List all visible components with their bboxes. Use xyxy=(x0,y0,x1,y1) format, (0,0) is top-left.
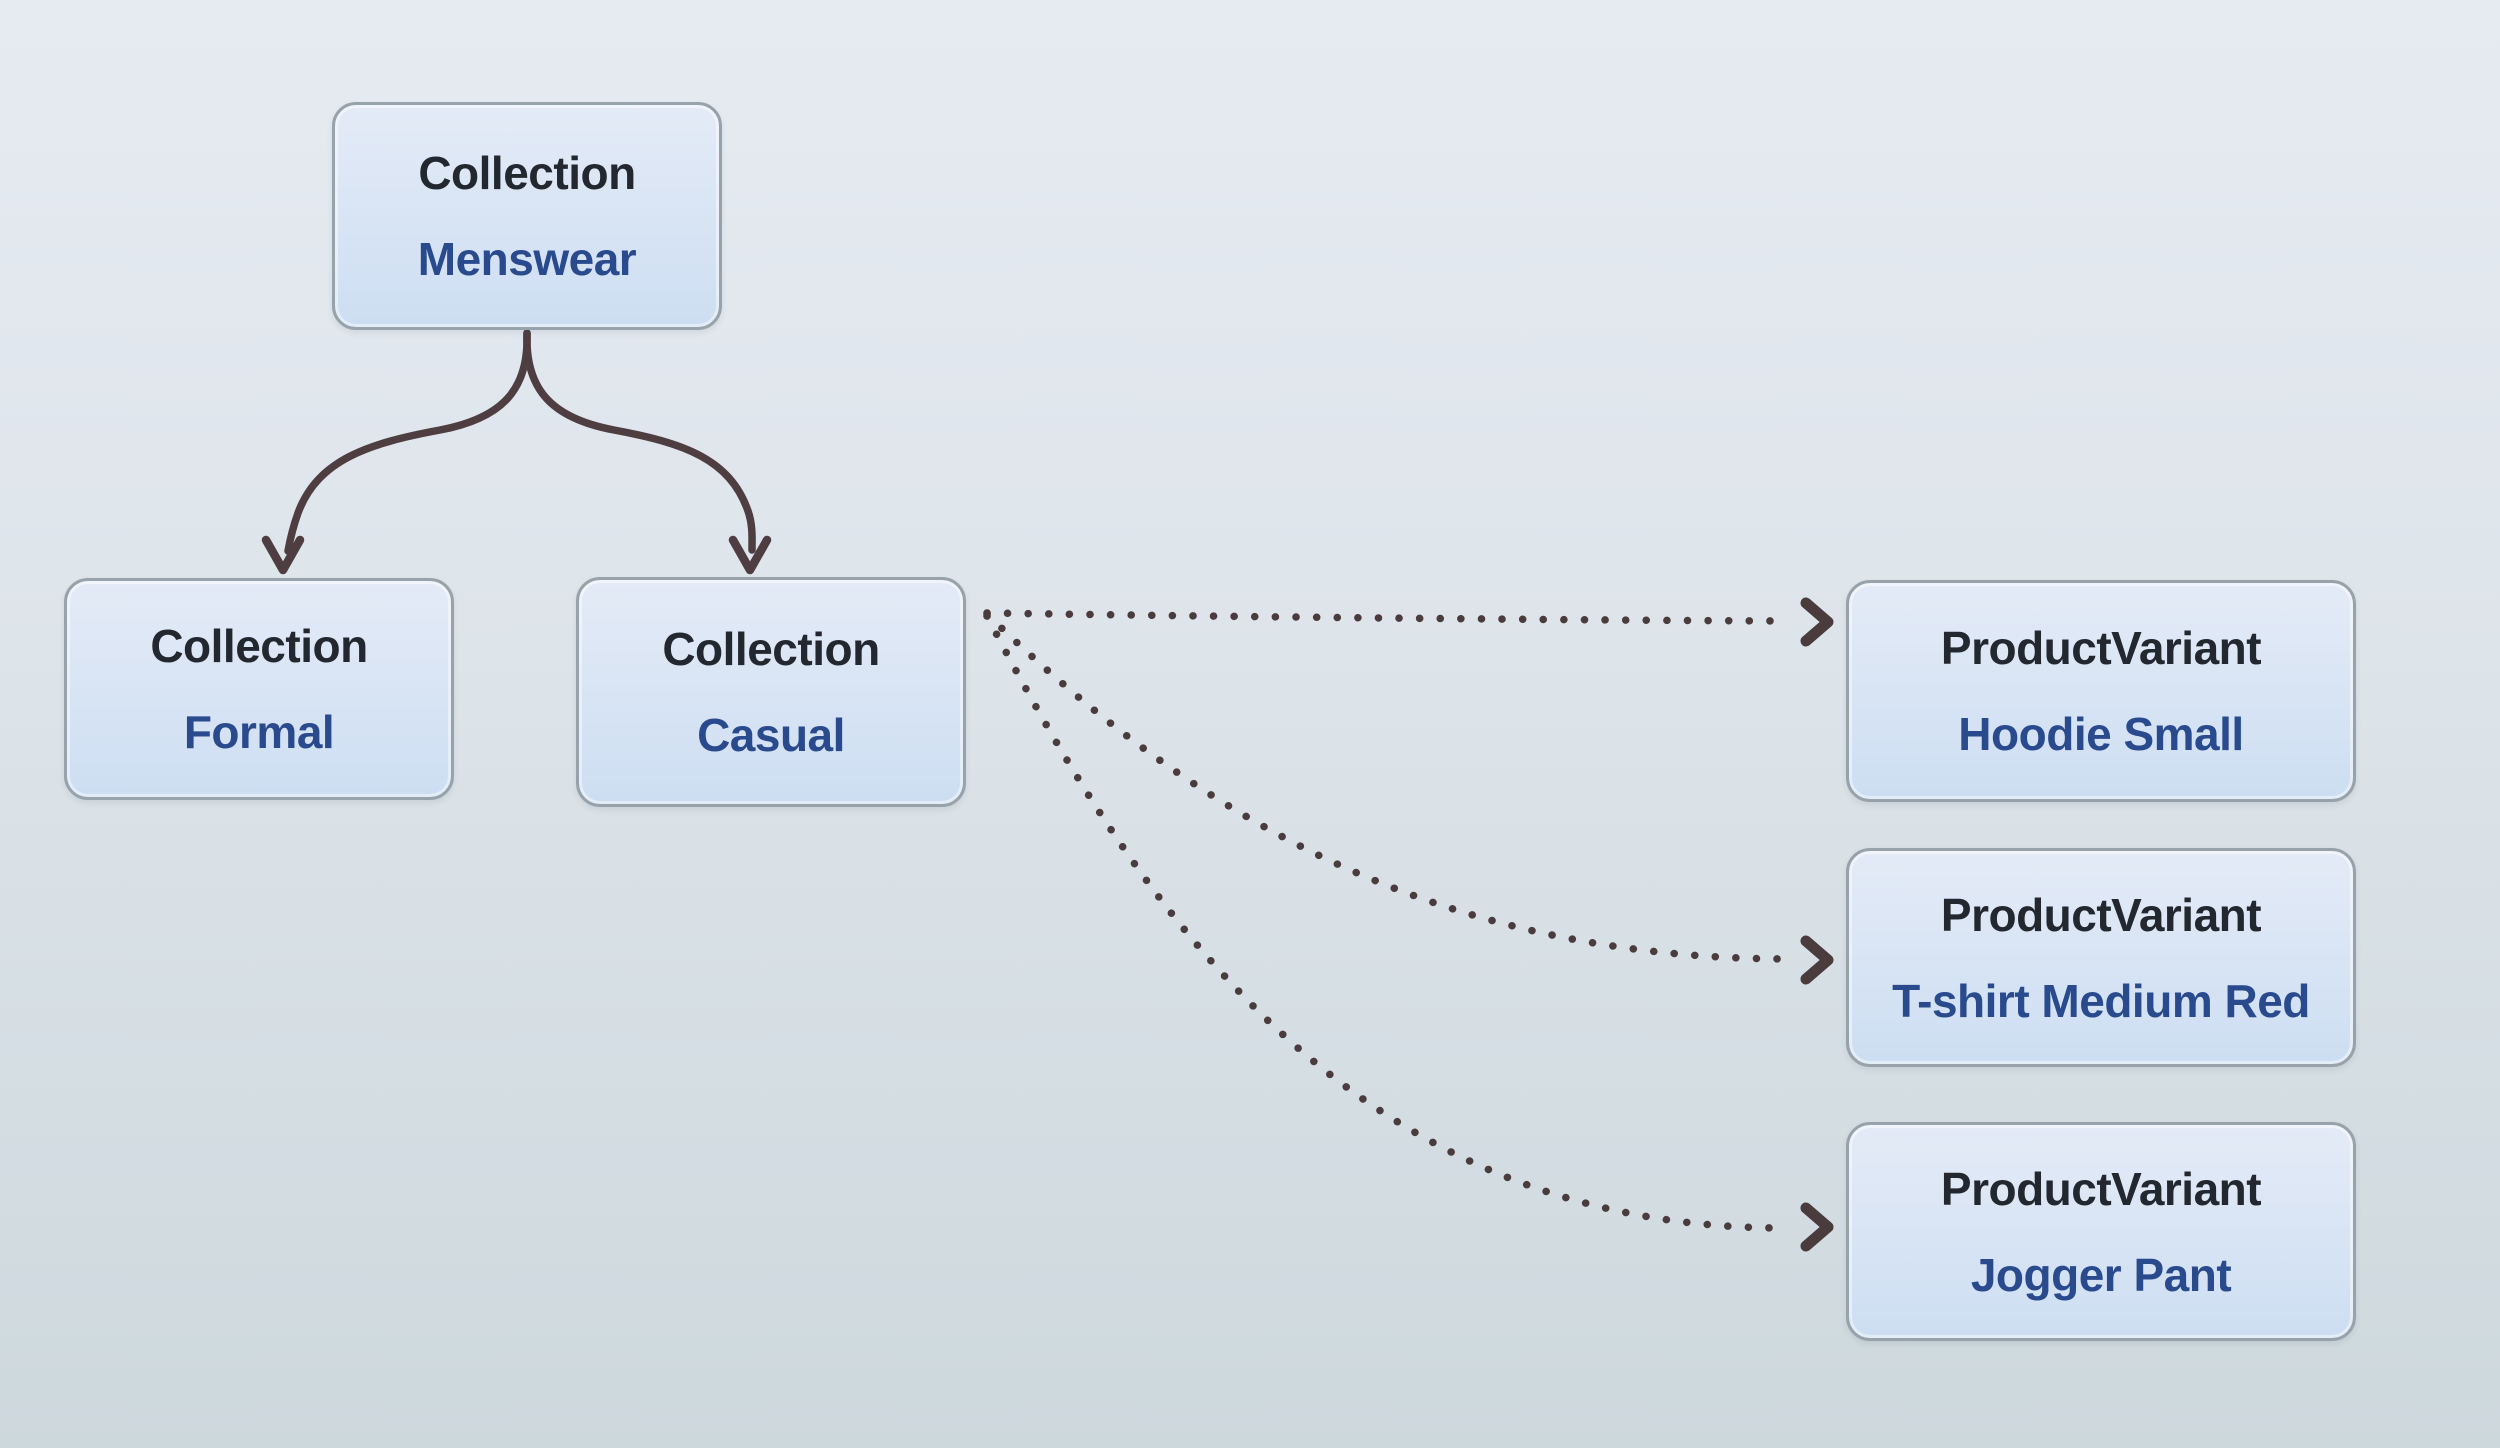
node-collection-casual: Collection Casual xyxy=(576,577,966,807)
node-productvariant-jogger-pant: ProductVariant Jogger Pant xyxy=(1846,1122,2356,1341)
node-name-label: T-shirt Medium Red xyxy=(1892,974,2310,1027)
node-productvariant-hoodie-small: ProductVariant Hoodie Small xyxy=(1846,580,2356,802)
edge-menswear-to-formal xyxy=(284,329,531,555)
edge-casual-to-jogger-arrowhead-icon xyxy=(1800,1202,1834,1252)
node-type-label: ProductVariant xyxy=(1940,888,2262,941)
node-type-label: Collection xyxy=(150,620,368,672)
edge-menswear-to-casual xyxy=(523,329,756,554)
edge-menswear-to-formal-arrowhead-icon xyxy=(261,535,305,575)
node-type-label: Collection xyxy=(662,623,880,675)
node-collection-menswear: Collection Menswear xyxy=(332,102,722,330)
node-name-label: Formal xyxy=(183,706,335,758)
node-collection-formal: Collection Formal xyxy=(64,578,454,800)
node-name-label: Hoodie Small xyxy=(1958,708,2244,760)
edge-casual-to-hoodie xyxy=(983,609,1792,625)
node-name-label: Jogger Pant xyxy=(1970,1248,2232,1301)
node-name-label: Casual xyxy=(697,709,845,761)
node-type-label: ProductVariant xyxy=(1940,622,2262,674)
edge-casual-to-jogger xyxy=(983,612,1788,1232)
node-name-label: Menswear xyxy=(417,233,637,285)
edge-casual-to-tshirt-arrowhead-icon xyxy=(1800,935,1834,985)
node-type-label: ProductVariant xyxy=(1940,1162,2262,1215)
edge-casual-to-hoodie-arrowhead-icon xyxy=(1800,597,1834,647)
edge-menswear-to-casual-arrowhead-icon xyxy=(728,535,772,575)
edge-casual-to-tshirt xyxy=(983,610,1792,963)
node-productvariant-tshirt-medium-red: ProductVariant T-shirt Medium Red xyxy=(1846,848,2356,1067)
node-type-label: Collection xyxy=(418,147,636,199)
